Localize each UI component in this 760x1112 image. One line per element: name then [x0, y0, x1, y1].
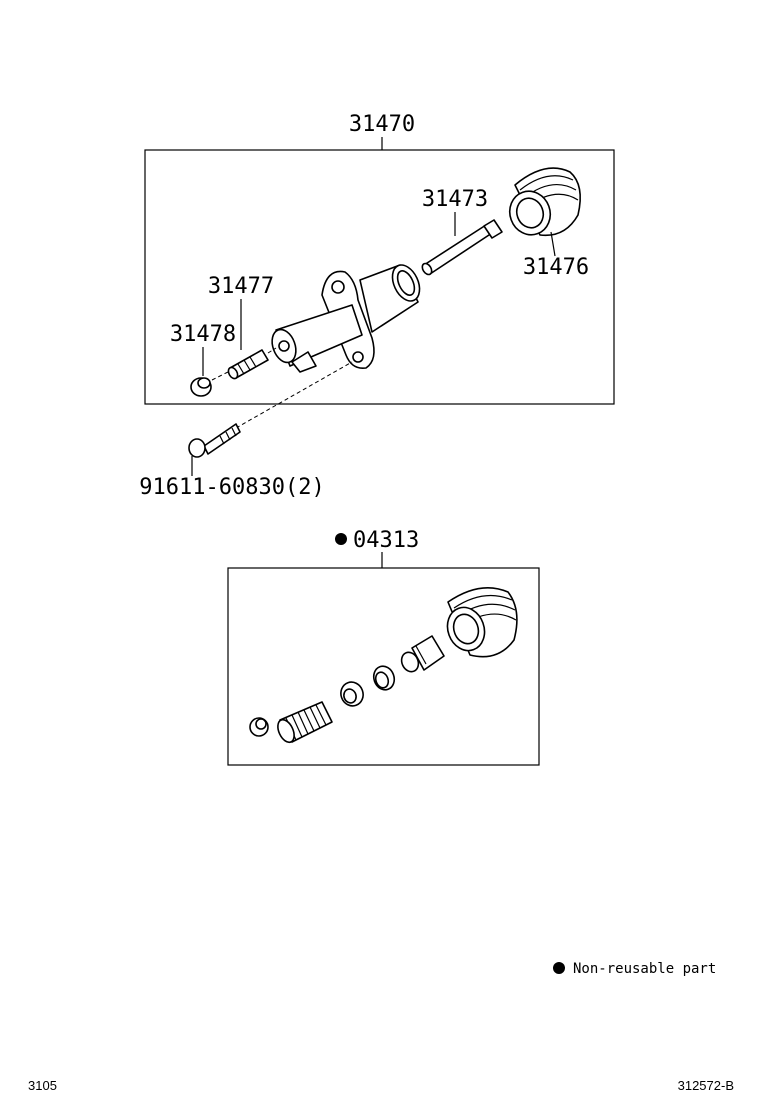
kit-boot-part: [446, 586, 518, 658]
label-bleeder-cap: 31478: [170, 322, 236, 347]
non-reusable-marker-icon: [335, 533, 347, 545]
label-kit-number: 04313: [353, 528, 419, 553]
assembly-frame: [144, 149, 615, 405]
kit-frame: [227, 567, 540, 766]
label-assembly-number: 31470: [349, 112, 415, 137]
cylinder-body-part: [271, 264, 421, 373]
kit-cap-part: [249, 717, 269, 737]
bleeder-plug-part: [227, 349, 269, 380]
kit-seal-part: [340, 681, 364, 707]
dash-bolt-link: [235, 361, 353, 429]
boot-part: [508, 167, 581, 237]
dash-bleeder-link: [267, 347, 277, 354]
label-pushrod: 31473: [422, 187, 488, 212]
kit-piston-part: [400, 635, 445, 673]
kit-cup-part: [372, 665, 396, 691]
dash-cap-link: [211, 371, 229, 381]
bolt-part: [188, 423, 241, 458]
footer-drawing-number: 312572-B: [678, 1078, 734, 1093]
footer-page-code: 3105: [28, 1078, 57, 1093]
legend-marker-icon: [553, 962, 565, 974]
legend-text: Non-reusable part: [573, 961, 716, 977]
bleeder-cap-part: [190, 377, 212, 397]
label-boot: 31476: [523, 255, 589, 280]
label-bolt: 91611-60830(2): [139, 475, 324, 500]
kit-spring-part: [277, 701, 333, 744]
label-bleeder-plug: 31477: [208, 274, 274, 299]
pushrod-part: [421, 219, 503, 276]
leader-boot: [550, 231, 556, 257]
